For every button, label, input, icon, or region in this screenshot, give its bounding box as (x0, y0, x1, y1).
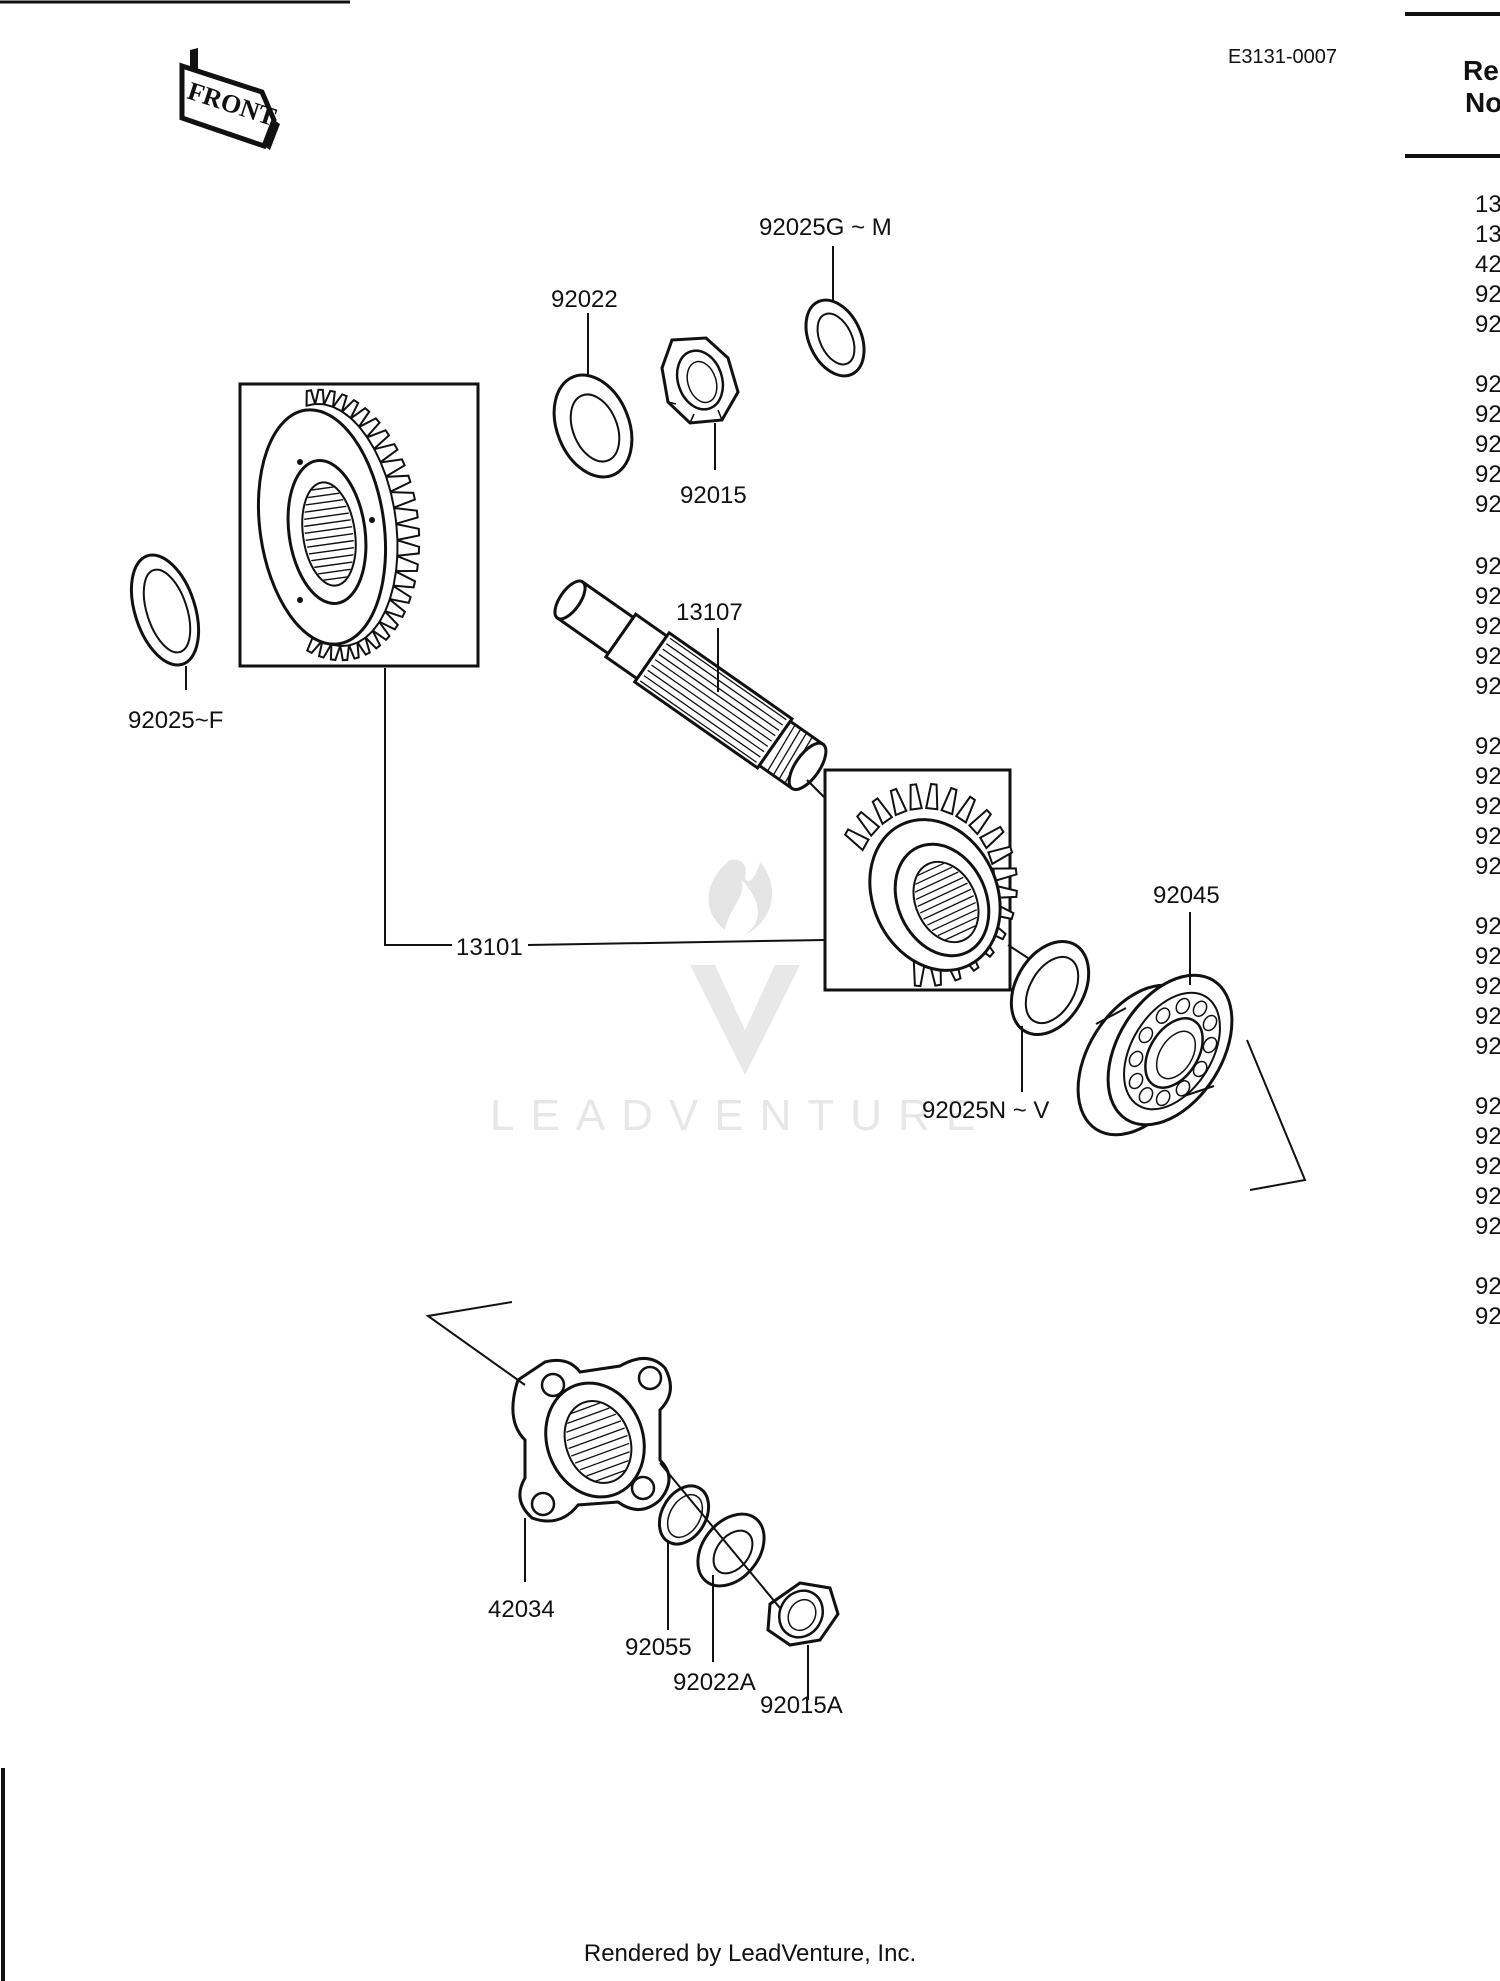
ref-number: 92 (1475, 643, 1500, 670)
ref-number: 92 (1475, 1153, 1500, 1180)
ref-number: 92 (1475, 913, 1500, 940)
label-42034: 42034 (488, 1596, 555, 1623)
ref-number: 92 (1475, 1033, 1500, 1060)
nut-92015a (766, 1581, 840, 1647)
table-header-no: No (1465, 87, 1500, 118)
leader-lines (185, 246, 1307, 1700)
ref-number: 92 (1475, 823, 1500, 850)
pinion-gear (823, 768, 1018, 992)
washer-92025-f (129, 553, 201, 667)
ref-number: 92 (1475, 613, 1500, 640)
ref-number: 13 (1475, 221, 1500, 248)
ref-number: 92 (1475, 401, 1500, 428)
ref-number: 92 (1475, 1123, 1500, 1150)
ref-number: 92 (1475, 1003, 1500, 1030)
label-92045: 92045 (1153, 882, 1220, 909)
ref-number: 92 (1475, 763, 1500, 790)
ref-number-column: 13 13 42 92 92 92 92 92 92 92 92 92 92 92 92 92 92 92 92 92… (1475, 191, 1500, 1330)
ref-number: 13 (1475, 191, 1500, 218)
ref-number: 92 (1475, 371, 1500, 398)
ref-number: 92 (1475, 431, 1500, 458)
watermark-text: LEADVENTURE (490, 1091, 991, 1140)
ref-number: 92 (1475, 461, 1500, 488)
ref-number: 92 (1475, 1213, 1500, 1240)
drawing-code: E3131-0007 (1228, 46, 1337, 68)
ref-number: 92 (1475, 733, 1500, 760)
ring-gear (238, 382, 480, 668)
ref-number: 92 (1475, 973, 1500, 1000)
label-92022: 92022 (551, 286, 618, 313)
ref-number: 92 (1475, 553, 1500, 580)
ref-number: 92 (1475, 1273, 1500, 1300)
ref-number: 92 (1475, 311, 1500, 338)
label-92025-f: 92025~F (128, 707, 223, 734)
label-13101: 13101 (456, 934, 523, 961)
label-92015: 92015 (680, 482, 747, 509)
hub-42034 (511, 1357, 672, 1523)
pinion-shaft (553, 579, 828, 792)
ref-number: 92 (1475, 1303, 1500, 1330)
footer-credit: Rendered by LeadVenture, Inc. (583, 1940, 917, 1967)
label-92025n-v: 92025N ~ V (922, 1097, 1049, 1124)
ref-number: 92 (1475, 1093, 1500, 1120)
washer-92022 (552, 373, 634, 479)
label-92025g-m: 92025G ~ M (759, 214, 892, 241)
front-arrow-icon: FRONT (179, 48, 280, 150)
ref-number: 92 (1475, 853, 1500, 880)
watermark: LEADVENTURE (490, 859, 991, 1140)
ref-number: 92 (1475, 943, 1500, 970)
ref-number: 92 (1475, 281, 1500, 308)
ref-number: 92 (1475, 491, 1500, 518)
label-92015a: 92015A (760, 1692, 843, 1719)
label-92022a: 92022A (673, 1669, 756, 1696)
label-92055: 92055 (625, 1634, 692, 1661)
label-13107: 13107 (676, 599, 743, 626)
washer-92025g-m (804, 298, 866, 378)
washer-92025n-v (1009, 939, 1091, 1037)
ref-number: 92 (1475, 673, 1500, 700)
ref-number: 92 (1475, 1183, 1500, 1210)
ref-number: 92 (1475, 793, 1500, 820)
ref-number: 42 (1475, 251, 1500, 278)
ref-number: 92 (1475, 583, 1500, 610)
nut-92015 (660, 336, 740, 425)
table-header-ref: Re (1463, 55, 1499, 86)
bearing-92045 (1076, 972, 1246, 1138)
